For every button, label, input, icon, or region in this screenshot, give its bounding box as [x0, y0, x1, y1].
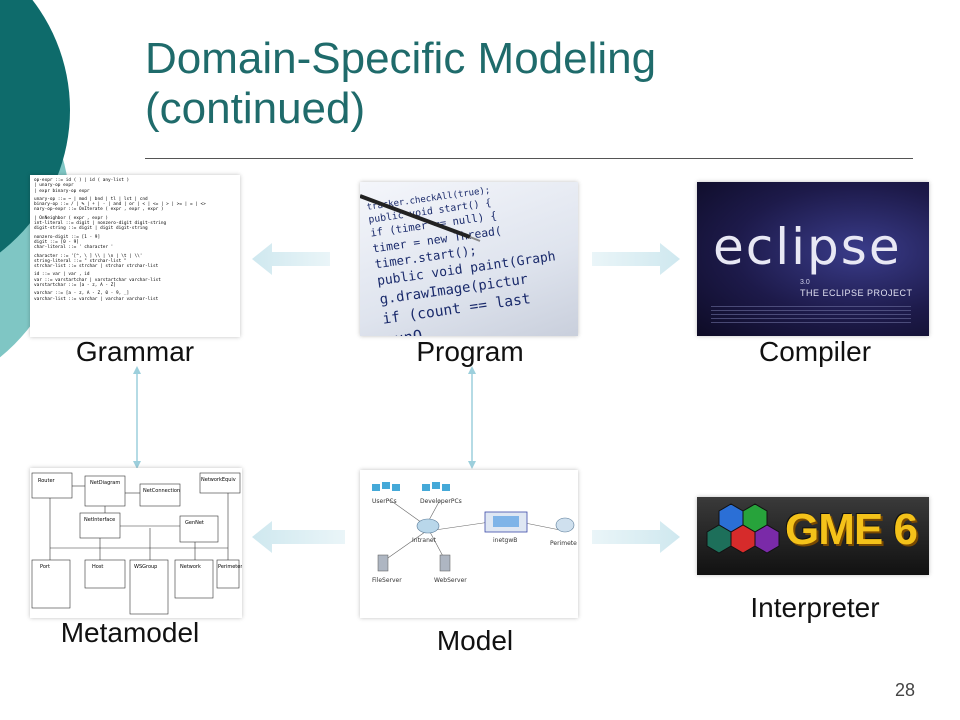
slide-title: Domain-Specific Modeling (continued) [145, 34, 845, 134]
grammar-rule: | expr binary-op expr [34, 188, 90, 194]
grammar-rule: int-literal ::= digit | nonzero-digit di… [34, 221, 167, 227]
model-diagram: UserPCs DeveloperPCs Intranet inetgwB Pe… [372, 482, 577, 584]
grammar-rule: var ::= varstartchar | varstartchar varc… [34, 277, 161, 283]
interpreter-label: Interpreter [750, 592, 880, 623]
interpreter-image: GME 6 [697, 497, 929, 575]
metamodel-box-net-interface: NetInterface [84, 517, 115, 523]
title-divider [145, 158, 913, 159]
grammar-rule: | unary-op expr [34, 183, 74, 189]
grammar-rule: strchar-list ::= strchar | strchar strch… [34, 264, 159, 270]
metamodel-box-ws-group: WSGroup [134, 564, 157, 570]
grammar-rule: nary-op-expr ::= OnIterate ( expr , expr… [34, 207, 164, 213]
page-number: 28 [895, 680, 916, 700]
grammar-rule: char-literal ::= ' character ' [34, 245, 114, 251]
eclipse-version: 3.0 [800, 279, 810, 286]
grammar-rule: | OnNeighbor ( expr , expr ) [34, 215, 109, 221]
arrow-program-to-grammar [252, 243, 330, 275]
node-intranet: Intranet [412, 537, 437, 544]
node-perimeter: Perimete [550, 540, 577, 547]
grammar-image: op-expr ::= id ( ) | id ( any-list ) | u… [30, 175, 240, 337]
grammar-rule: nonzero-digit ::= [1 - 9] [34, 234, 101, 240]
eclipse-project: THE ECLIPSE PROJECT [800, 288, 913, 298]
node-gateway: inetgwB [493, 537, 517, 544]
title-line-1: Domain-Specific Modeling [145, 34, 657, 83]
program-label: Program [416, 336, 524, 367]
grammar-rule: unary-op ::= ~ | mod | bnd | tl | lst | … [34, 196, 148, 202]
metamodel-box-gen-net: GenNet [185, 520, 204, 526]
gme-logo-icon [706, 503, 780, 554]
model-label: Model [436, 625, 514, 656]
metamodel-box-router: Router [38, 478, 56, 484]
metamodel-label: Metamodel [60, 617, 200, 648]
compiler-label: Compiler [758, 336, 872, 367]
title-line-2: (continued) [145, 84, 366, 133]
arrow-program-to-compiler [592, 243, 680, 275]
grammar-rule: op-expr ::= id ( ) | id ( any-list ) [34, 178, 130, 183]
metamodel-box-network: Network [180, 564, 201, 570]
grammar-rule: digit-string ::= digit | digit digit-str… [34, 226, 148, 232]
metamodel-box-network-equiv: NetworkEquiv [201, 477, 236, 483]
gme-logo-text: GME 6 [785, 505, 918, 554]
node-file-server: FileServer [372, 577, 402, 584]
model-image: UserPCs DeveloperPCs Intranet inetgwB Pe… [360, 470, 578, 618]
arrow-model-to-metamodel [252, 521, 345, 553]
grammar-rule: digit ::= [0 - 9] [34, 239, 79, 245]
node-web-server: WebServer [434, 577, 467, 584]
grammar-rule: id ::= var | var , id [34, 272, 90, 278]
grammar-rule: varchar-list ::= varchar | varchar varch… [34, 296, 159, 302]
node-developer-pcs: DeveloperPCs [420, 498, 462, 505]
compiler-image: eclipse 3.0 THE ECLIPSE PROJECT [697, 182, 929, 336]
metamodel-box-net-connection: NetConnection [143, 488, 180, 494]
grammar-rule: varchar ::= [a - z, A - Z, 0 - 9, _] [34, 291, 130, 297]
grammar-rule: varstartchar ::= [a - z, A - Z] [34, 283, 116, 289]
grammar-label: Grammar [75, 336, 195, 367]
metamodel-box-net-diagram: NetDiagram [90, 480, 120, 486]
grammar-rules: op-expr ::= id ( ) | id ( any-list ) | u… [34, 178, 236, 302]
metamodel-box-host: Host [92, 564, 103, 570]
arrow-model-to-interpreter [592, 521, 680, 553]
eclipse-copyright [711, 306, 911, 324]
program-image: tracker.checkAll(true);public void start… [360, 182, 578, 336]
eclipse-logo: eclipse [713, 218, 902, 276]
node-user-pcs: UserPCs [372, 498, 397, 505]
grammar-rule: string-literal ::= " strchar-list " [34, 258, 127, 264]
grammar-rule: character ::= '[^, \ ] \\ | \n | \t | \\… [34, 253, 143, 259]
pen-icon [360, 194, 481, 242]
metamodel-box-port: Port [40, 564, 50, 570]
metamodel-box-perimeter: Perimeter [218, 564, 242, 570]
grammar-rule: binary-op ::= / | % | + | - | and | or |… [34, 202, 206, 208]
